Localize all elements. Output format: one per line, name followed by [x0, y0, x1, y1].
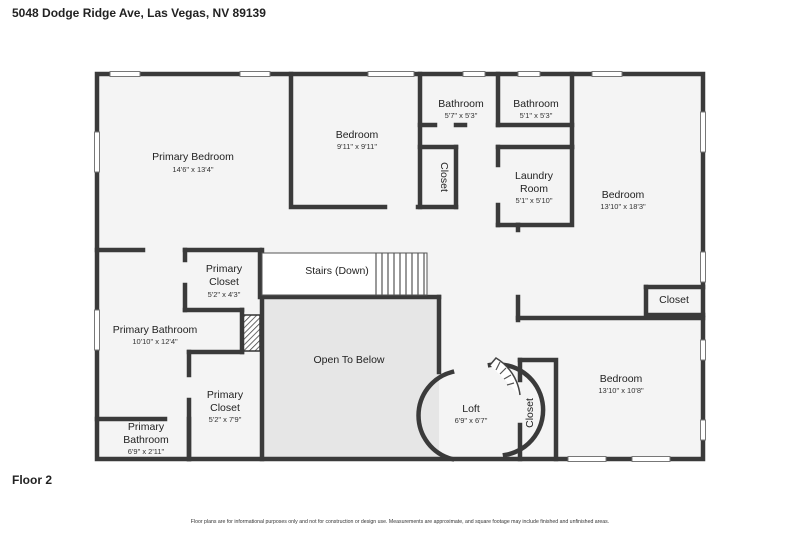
room-labels: Primary Bedroom 14'6" x 13'4" Bedroom 9'… [113, 98, 689, 456]
property-address: 5048 Dodge Ridge Ave, Las Vegas, NV 8913… [12, 6, 266, 20]
room-dim: 6'9" x 2'11" [128, 447, 165, 456]
room-name: Closet [210, 402, 240, 414]
room-name: Closet [438, 162, 450, 192]
room-dim: 5'1" x 5'10" [516, 196, 553, 205]
floor-label: Floor 2 [12, 473, 53, 487]
room-dim: 5'2" x 7'9" [209, 415, 242, 424]
chase-hatch [242, 314, 261, 352]
room-name: Primary [206, 263, 243, 275]
room-name: Closet [659, 294, 689, 306]
room-name: Room [520, 183, 548, 195]
room-name: Primary [128, 421, 165, 433]
room-dim: 13'10" x 10'8" [598, 386, 644, 395]
loft-walls [416, 357, 546, 462]
open-to-below-fill [262, 297, 439, 459]
room-dim: 10'10" x 12'4" [132, 337, 178, 346]
room-name: Primary Bedroom [152, 151, 234, 163]
room-name: Bathroom [513, 98, 559, 110]
room-name: Bedroom [336, 129, 379, 141]
room-name: Closet [524, 398, 536, 428]
room-dim: 5'7" x 5'3" [445, 111, 478, 120]
room-dim: 5'1" x 5'3" [520, 111, 553, 120]
room-name: Bathroom [123, 434, 169, 446]
room-name: Bedroom [602, 189, 645, 201]
room-dim: 5'2" x 4'3" [208, 290, 241, 299]
room-name: Bedroom [600, 373, 643, 385]
room-dim: 13'10" x 18'3" [600, 202, 646, 211]
room-name: Loft [462, 403, 480, 415]
room-name: Bathroom [438, 98, 484, 110]
room-name: Laundry [515, 170, 554, 182]
room-name: Open To Below [313, 354, 384, 366]
room-dim: 6'9" x 6'7" [455, 416, 488, 425]
disclaimer: Floor plans are for informational purpos… [190, 519, 610, 525]
room-dim: 14'6" x 13'4" [172, 165, 213, 174]
interior-walls [94, 71, 706, 462]
room-name: Closet [209, 276, 239, 288]
room-name: Stairs (Down) [305, 265, 369, 277]
room-dim: 9'11" x 9'11" [337, 142, 377, 151]
windows [94, 71, 706, 462]
stair-treads [261, 252, 428, 296]
room-name: Primary [207, 389, 244, 401]
room-name: Primary Bathroom [113, 324, 198, 336]
